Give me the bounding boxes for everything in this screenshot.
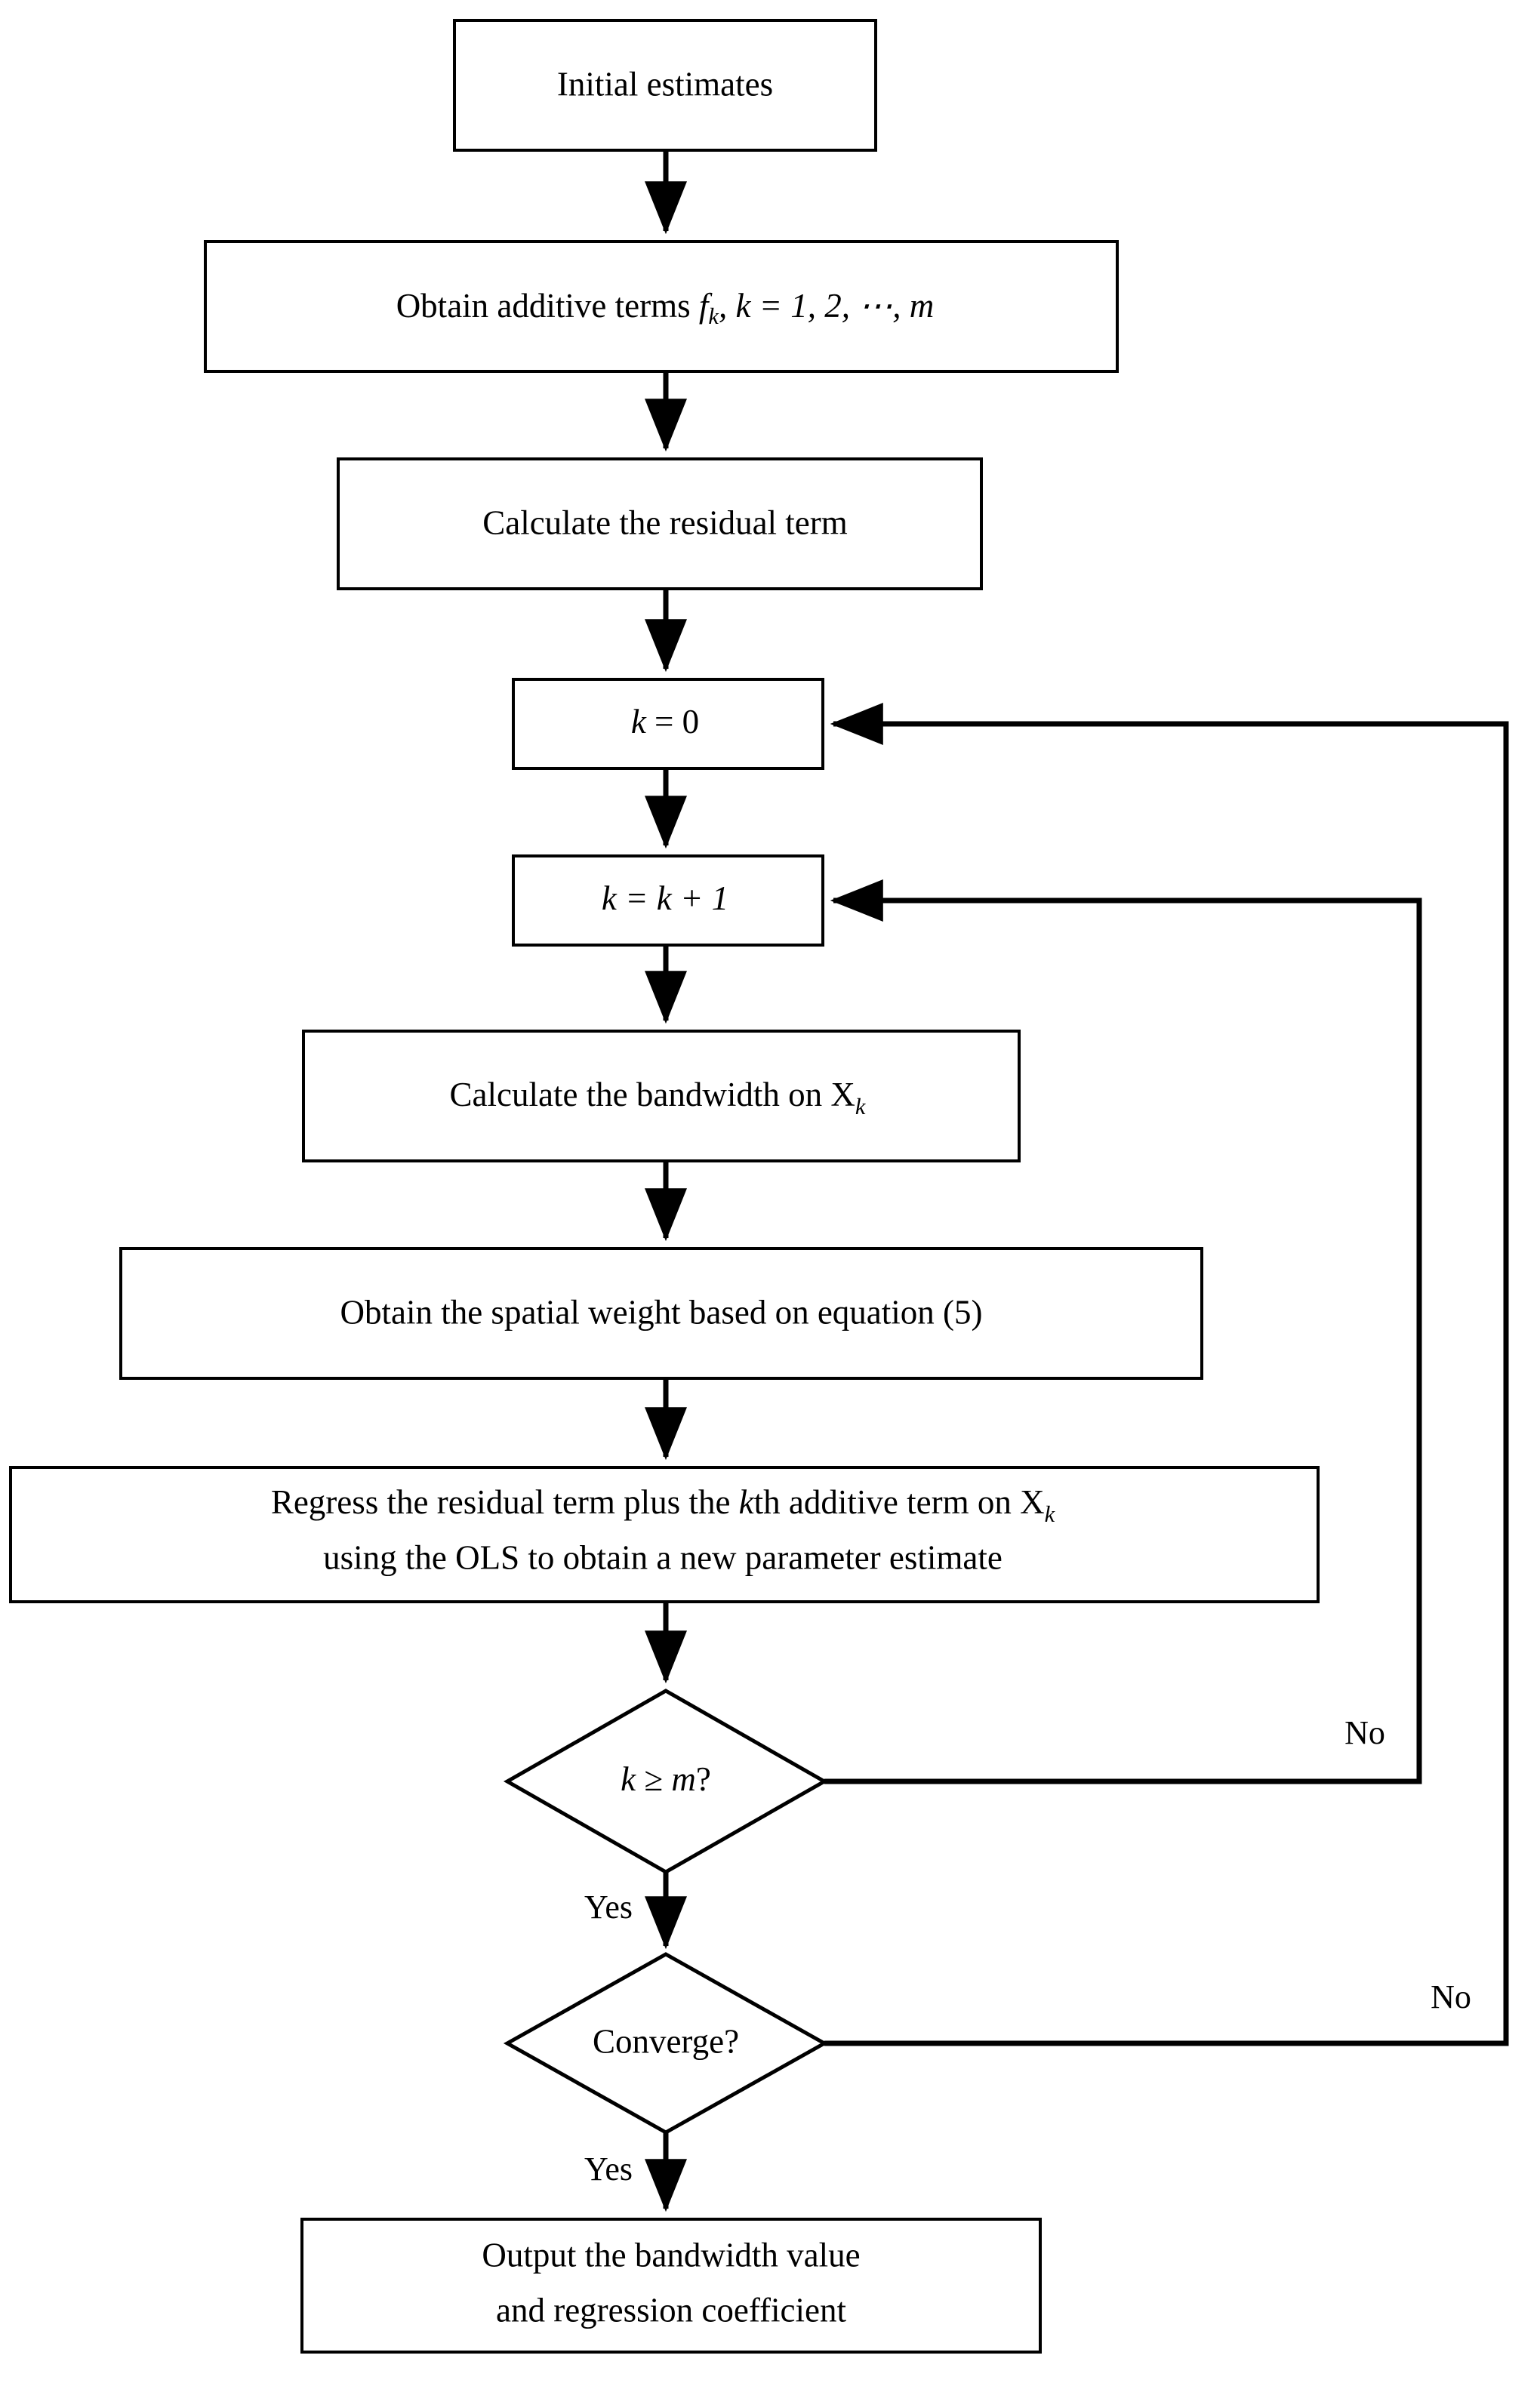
node-output-results[interactable]: Output the bandwidth value and regressio… [300, 2218, 1042, 2354]
edge-label-no-upper: No [1344, 1714, 1385, 1751]
node-calculate-bandwidth[interactable]: Calculate the bandwidth on Xk [302, 1030, 1021, 1162]
node-initial-estimates[interactable]: Initial estimates [453, 19, 877, 152]
regress-residual-box[interactable] [9, 1466, 1320, 1603]
node-k-equals-zero[interactable]: k = 0 [512, 678, 824, 770]
edge-converge-no-loop [824, 703, 1509, 2046]
additive-math-sub: k [708, 303, 719, 329]
k-equals-zero-label: k = 0 [631, 703, 699, 740]
calculate-bandwidth-box[interactable] [302, 1030, 1021, 1162]
calculate-residual-term-box[interactable] [337, 457, 983, 590]
output-results-line2: and regression coefficient [496, 2291, 846, 2329]
obtain-additive-terms-box[interactable] [204, 240, 1119, 373]
decision-converge-diamond[interactable] [503, 1952, 829, 2135]
regress-residual-line2: using the OLS to obtain a new parameter … [323, 1538, 1003, 1576]
initial-estimates-label: Initial estimates [557, 65, 773, 103]
additive-lead: Obtain additive terms [396, 287, 699, 325]
kgem-tail: ? [696, 1760, 711, 1798]
obtain-spatial-weight-box[interactable] [119, 1247, 1203, 1380]
calculate-residual-term-label: Calculate the residual term [482, 503, 848, 541]
additive-math-tail: , k = 1, 2, ⋯, m [719, 287, 934, 325]
calculate-bandwidth-label: Calculate the bandwidth on Xk [450, 1076, 867, 1119]
bandwidth-sub: k [855, 1094, 867, 1119]
regress-residual-line1: Regress the residual term plus the kth a… [271, 1483, 1056, 1527]
regress-mid: th additive term on [754, 1483, 1020, 1521]
k-increment-label: k = k + 1 [602, 879, 728, 917]
k-equals-zero-box[interactable] [512, 678, 824, 770]
regress-k-italic: k [739, 1483, 755, 1521]
regress-sub: k [1045, 1501, 1056, 1527]
edge-label-no-lower: No [1431, 1978, 1471, 2015]
edge-kgem-no-loop [824, 879, 1422, 1784]
kinc-tail: = k + 1 [617, 879, 728, 917]
kgem-var2: m [671, 1760, 696, 1798]
regress-lead: Regress the residual term plus the [271, 1483, 739, 1521]
edge-label-layer: No Yes No Yes [584, 1714, 1471, 2187]
k0-tail: = 0 [646, 703, 699, 740]
decision-k-ge-m-diamond[interactable] [503, 1689, 829, 1874]
node-k-increment[interactable]: k = k + 1 [512, 854, 824, 947]
k0-var: k [631, 703, 647, 740]
connector-layer [645, 150, 1509, 2212]
node-decision-k-ge-m[interactable]: k ≥ m? [503, 1689, 829, 1874]
initial-estimates-box[interactable] [453, 19, 877, 152]
edge-label-yes-lower: Yes [584, 2151, 633, 2187]
kgem-var1: k [621, 1760, 636, 1798]
node-obtain-additive-terms[interactable]: Obtain additive terms fk, k = 1, 2, ⋯, m [204, 240, 1119, 373]
k-increment-box[interactable] [512, 854, 824, 947]
decision-converge-label: Converge? [593, 2022, 739, 2060]
bandwidth-lead: Calculate the bandwidth on [450, 1076, 831, 1113]
node-decision-converge[interactable]: Converge? [503, 1952, 829, 2135]
node-regress-residual[interactable]: Regress the residual term plus the kth a… [9, 1466, 1320, 1603]
bandwidth-var: X [830, 1076, 855, 1113]
regress-var: X [1020, 1483, 1045, 1521]
output-results-line1: Output the bandwidth value [482, 2236, 860, 2274]
node-calculate-residual-term[interactable]: Calculate the residual term [337, 457, 983, 590]
kinc-var: k [602, 879, 618, 917]
node-obtain-spatial-weight[interactable]: Obtain the spatial weight based on equat… [119, 1247, 1203, 1380]
output-results-box[interactable] [300, 2218, 1042, 2354]
edge-label-yes-upper: Yes [584, 1889, 633, 1926]
obtain-spatial-weight-label: Obtain the spatial weight based on equat… [340, 1293, 982, 1331]
decision-k-ge-m-label: k ≥ m? [621, 1760, 711, 1798]
obtain-additive-terms-label: Obtain additive terms fk, k = 1, 2, ⋯, m [396, 287, 935, 329]
kgem-op: ≥ [636, 1760, 671, 1798]
